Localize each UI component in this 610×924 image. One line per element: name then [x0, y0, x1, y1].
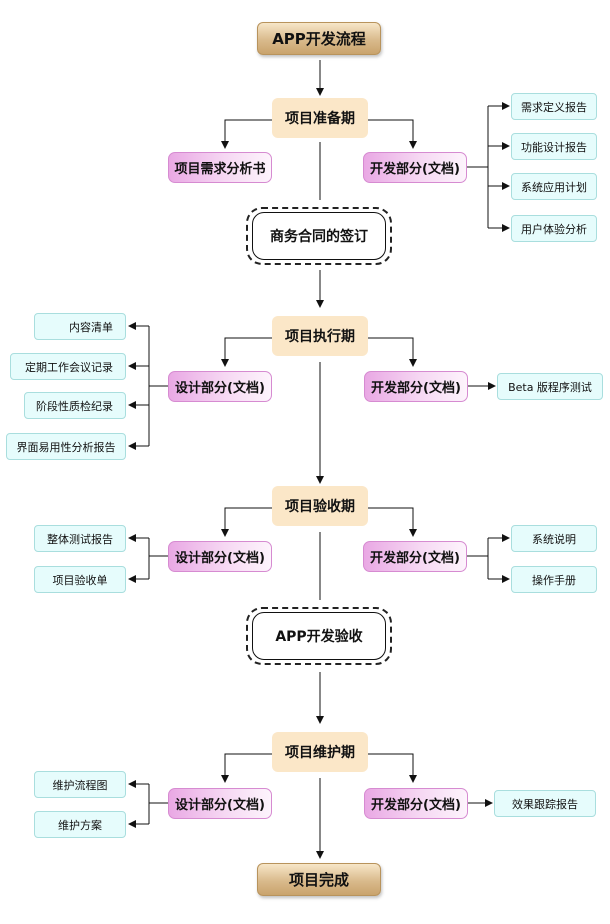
doc-item: Beta 版程序测试 — [497, 373, 603, 400]
branch-arrow — [368, 507, 417, 537]
milestone-frame — [246, 607, 392, 665]
phase-maintenance: 项目维护期 — [272, 732, 368, 772]
milestone-frame — [246, 207, 392, 265]
branch-arrow — [221, 753, 272, 783]
milestone-acceptance: APP开发验收 — [252, 612, 386, 660]
dev-docs-node: 开发部分(文档) — [364, 371, 468, 402]
design-docs-node: 设计部分(文档) — [168, 541, 272, 572]
flow-title: APP开发流程 — [257, 22, 381, 55]
doc-item: 维护流程图 — [34, 771, 126, 798]
doc-item: 项目验收单 — [34, 566, 126, 593]
doc-item: 操作手册 — [511, 566, 597, 593]
branch-arrow — [221, 337, 272, 367]
phase-acceptance: 项目验收期 — [272, 486, 368, 526]
design-docs-node: 设计部分(文档) — [168, 371, 272, 402]
doc-item: 阶段性质检纪录 — [24, 392, 126, 419]
branch-arrow — [221, 507, 272, 537]
dev-docs-node: 开发部分(文档) — [363, 541, 467, 572]
doc-item: 需求定义报告 — [511, 93, 597, 120]
requirements-analysis-node: 项目需求分析书 — [168, 152, 272, 183]
flow-end: 项目完成 — [257, 863, 381, 896]
doc-item: 用户体验分析 — [511, 215, 597, 242]
doc-item: 界面易用性分析报告 — [6, 433, 126, 460]
doc-item: 定期工作会议记录 — [10, 353, 126, 380]
dev-docs-node: 开发部分(文档) — [364, 788, 468, 819]
doc-item: 整体测试报告 — [34, 525, 126, 552]
dev-docs-node: 开发部分(文档) — [363, 152, 467, 183]
branch-arrow — [221, 119, 272, 149]
phase-preparation: 项目准备期 — [272, 98, 368, 138]
doc-item: 内容清单 — [34, 313, 126, 340]
branch-arrow — [368, 337, 417, 367]
milestone-contract: 商务合同的签订 — [252, 212, 386, 260]
doc-item: 维护方案 — [34, 811, 126, 838]
doc-item: 效果跟踪报告 — [494, 790, 596, 817]
branch-arrow — [368, 753, 417, 783]
doc-item: 系统应用计划 — [511, 173, 597, 200]
phase-execution: 项目执行期 — [272, 316, 368, 356]
doc-item: 功能设计报告 — [511, 133, 597, 160]
branch-arrow — [368, 119, 417, 149]
design-docs-node: 设计部分(文档) — [168, 788, 272, 819]
doc-item: 系统说明 — [511, 525, 597, 552]
